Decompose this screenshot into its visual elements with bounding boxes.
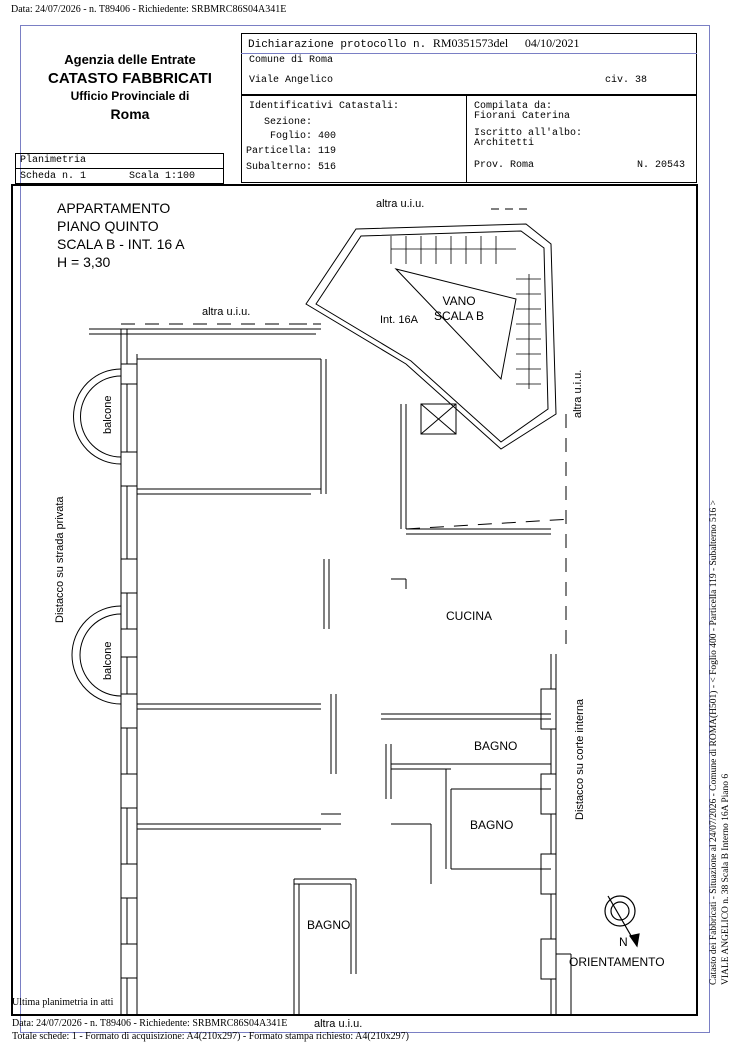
declaration-divider: [241, 53, 697, 54]
identificativi-box: [241, 95, 697, 183]
sezione-label: Sezione:: [264, 117, 313, 128]
room-bagno-3: BAGNO: [307, 918, 351, 932]
adjacent-unit-right: altra u.i.u.: [572, 369, 584, 418]
foglio-label: Foglio: 400: [270, 131, 337, 142]
side-note-line-1: Catasto dei Fabbricati - Situazione al 2…: [709, 499, 719, 985]
agency-header: Agenzia delle Entrate CATASTO FABBRICATI…: [20, 52, 240, 122]
planimetria-title: Planimetria: [20, 155, 87, 166]
albo-number: N. 20543: [637, 160, 686, 171]
identificativi-divider: [466, 95, 467, 183]
prov-label: Prov. Roma: [474, 160, 535, 171]
balcony-label-2: balcone: [102, 641, 114, 680]
planimetria-divider: [15, 168, 224, 169]
catasto-title: CATASTO FABBRICATI: [48, 70, 212, 87]
room-cucina: CUCINA: [446, 609, 493, 623]
declaration-box: [241, 33, 697, 95]
particella-label: Particella: 119: [246, 146, 337, 157]
distacco-strada-label: Distacco su strada privata: [54, 496, 66, 623]
plan-heading-line-2: PIANO QUINTO: [57, 218, 159, 234]
compilata-label: Compilata da:: [474, 101, 553, 112]
balcony-label-1: balcone: [102, 395, 114, 434]
footer-totale-line: Totale schede: 1 - Formato di acquisizio…: [12, 1031, 409, 1042]
floor-plan: [71, 208, 640, 1014]
compass-icon: [604, 895, 640, 948]
orientamento-label: ORIENTAMENTO: [569, 955, 665, 969]
north-label: N: [619, 935, 628, 949]
outer-frame: [20, 25, 710, 1033]
subalterno-label: Subalterno: 516: [246, 162, 337, 173]
stair-label: VANO SCALA B: [434, 294, 485, 323]
protocol-number: RM0351573: [432, 36, 494, 50]
declaration-date: 04/10/2021: [524, 36, 580, 50]
side-note: Catasto dei Fabbricati - Situazione al 2…: [708, 425, 732, 985]
declaration-line: Dichiarazione protocollo n. RM0351573del…: [248, 36, 580, 51]
ultima-planimetria: Ultima planimetria in atti: [12, 997, 114, 1008]
scala-label: Scala 1:100: [129, 171, 196, 182]
identificativi-title: Identificativi Catastali:: [249, 101, 400, 112]
compilata-name: Fiorani Caterina: [474, 111, 571, 122]
distacco-corte-label: Distacco su corte interna: [574, 698, 586, 820]
side-note-line-2: VIALE ANGELICO n. 38 Scala B Interno 16A…: [721, 773, 731, 985]
scheda-label: Scheda n. 1: [20, 171, 87, 182]
plan-heading-line-4: H = 3,30: [57, 254, 111, 270]
request-info-line: Data: 24/07/2026 - n. T89406 - Richieden…: [11, 4, 287, 15]
drawing-frame: [11, 184, 698, 1016]
room-bagno-1: BAGNO: [474, 739, 518, 753]
ufficio-label: Ufficio Provinciale di: [70, 89, 190, 103]
room-bagno-2: BAGNO: [470, 818, 514, 832]
comune-label: Comune di Roma: [249, 55, 334, 66]
albo-label: Architetti: [474, 138, 535, 149]
plan-heading: APPARTAMENTO PIANO QUINTO SCALA B - INT.…: [57, 199, 185, 271]
plan-heading-line-3: SCALA B - INT. 16 A: [57, 236, 185, 252]
street-label: Viale Angelico: [249, 75, 334, 86]
adjacent-unit-bottom: altra u.i.u.: [314, 1018, 363, 1030]
plan-heading-line-1: APPARTAMENTO: [57, 200, 171, 216]
footer-data-line: Data: 24/07/2026 - n. T89406 - Richieden…: [12, 1018, 288, 1029]
adjacent-unit-left: altra u.i.u.: [202, 306, 251, 318]
ufficio-city: Roma: [110, 106, 150, 122]
agency-name: Agenzia delle Entrate: [64, 52, 196, 67]
iscritto-label: Iscritto all'albo:: [474, 128, 583, 139]
adjacent-unit-top: altra u.i.u.: [376, 198, 425, 210]
unit-number-label: Int. 16A: [380, 314, 418, 326]
civic-number: civ. 38: [605, 75, 648, 86]
